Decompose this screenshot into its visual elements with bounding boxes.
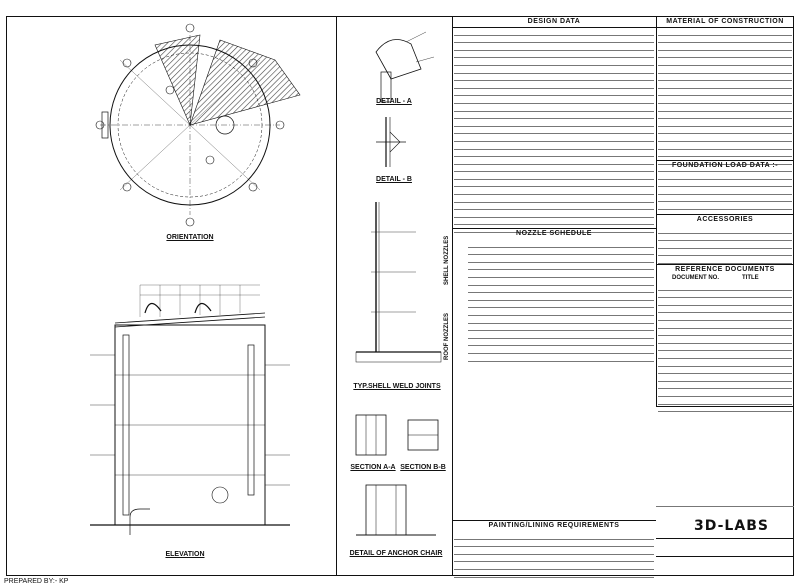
anchor-title: DETAIL OF ANCHOR CHAIR (349, 550, 443, 557)
painting-table (454, 532, 654, 578)
design-data-table (454, 28, 654, 234)
weld-title: TYP.SHELL WELD JOINTS (353, 383, 441, 390)
divider-right (656, 16, 657, 406)
accessories-table (658, 226, 792, 264)
elevation-view (90, 284, 290, 535)
accessories-title: ACCESSORIES (696, 216, 754, 223)
nozzle-title: NOZZLE SCHEDULE (516, 230, 592, 237)
detail-b-view (376, 117, 406, 167)
drawing-frame (6, 16, 794, 576)
foundation-table (658, 172, 792, 212)
divider-mid (452, 16, 453, 576)
prepared-by: PREPARED BY:- KP (4, 578, 69, 585)
anchor-chair-view (356, 484, 436, 536)
reference-title: REFERENCE DOCUMENTS (675, 266, 775, 273)
nozzle-table (468, 240, 654, 362)
roof-nozzles-label: ROOF NOZZLES (444, 313, 450, 360)
weld-joints-view (355, 202, 442, 363)
orientation-title: ORIENTATION (166, 234, 214, 241)
shell-nozzles-label: SHELL NOZZLES (444, 235, 450, 285)
section-bb-title: SECTION B-B (400, 464, 446, 471)
elevation-title: ELEVATION (165, 551, 205, 558)
section-bb-view (407, 419, 439, 451)
section-aa-view (355, 414, 387, 456)
detail-a-view (375, 31, 435, 103)
document-no-label: DOCUMENT NO. (672, 275, 719, 281)
painting-title: PAINTING/LINING REQUIREMENTS (488, 522, 620, 529)
section-aa-title: SECTION A-A (350, 464, 396, 471)
material-table (658, 28, 792, 173)
divider-left (336, 16, 337, 576)
detail-b-title: DETAIL - B (376, 176, 412, 183)
detail-a-title: DETAIL - A (376, 98, 412, 105)
logo: 3D-LABS (694, 518, 769, 534)
material-title: MATERIAL OF CONSTRUCTION (666, 18, 784, 25)
reference-table (658, 283, 792, 413)
title-block (656, 406, 794, 576)
orientation-view (95, 23, 301, 227)
design-data-title: DESIGN DATA (527, 18, 581, 25)
title-col-label: TITLE (742, 275, 759, 281)
foundation-title: FOUNDATION LOAD DATA :- (671, 162, 779, 169)
